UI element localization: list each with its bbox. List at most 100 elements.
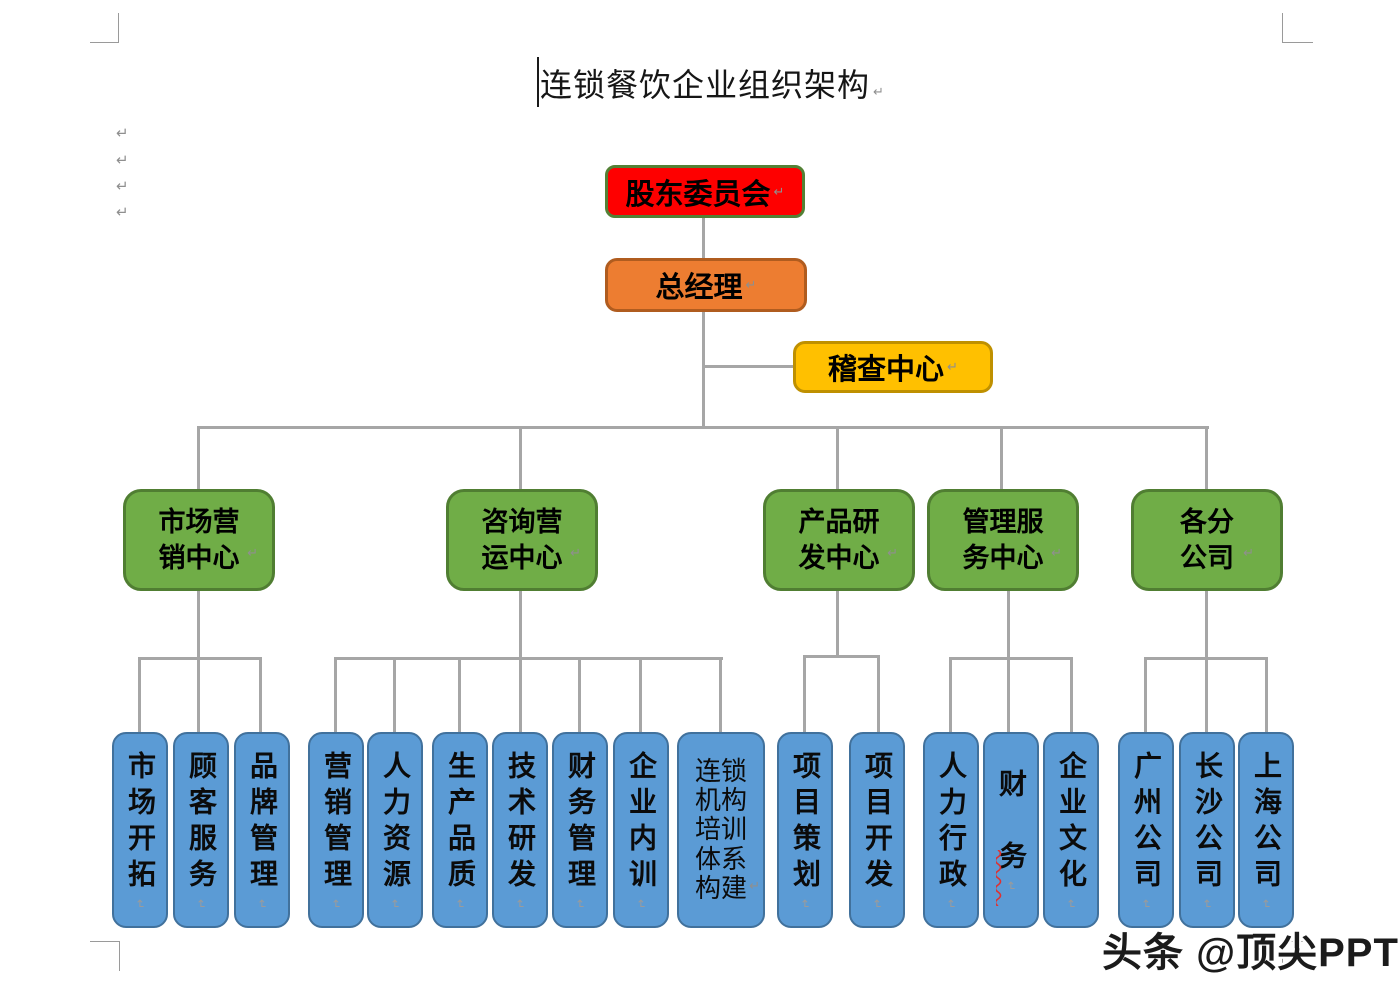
dept-box-project-planning[interactable]: 项目策划 ↵ xyxy=(777,732,833,928)
paragraph-mark: ↵ xyxy=(570,545,581,561)
org-box-operations-center[interactable]: 咨询营 运中心 ↵ xyxy=(446,489,598,591)
dept-box-market-expansion[interactable]: 市场开拓 ↵ xyxy=(112,732,168,928)
dept-box-finance[interactable]: 财 务 ↵ xyxy=(983,732,1039,928)
connector-line xyxy=(803,655,806,732)
org-box-general-manager[interactable]: 总经理↵ xyxy=(605,258,807,312)
dept-box-technical-rnd[interactable]: 技术研发 ↵ xyxy=(492,732,548,928)
text-boundary-mark xyxy=(1282,941,1283,971)
org-box-label: 稽查中心 xyxy=(828,354,945,386)
dept-box-chain-training-system[interactable]: 连锁 机构 培训 体系 构建 ↵ xyxy=(677,732,765,928)
paragraph-mark: ↵ xyxy=(1139,898,1153,909)
org-box-label: 产品研 发中心 xyxy=(798,506,880,573)
text-cursor xyxy=(537,57,539,107)
paragraph-mark: ↵ xyxy=(255,898,269,909)
text-boundary-mark xyxy=(1282,42,1313,43)
org-box-audit-center[interactable]: 稽查中心↵ xyxy=(793,341,993,393)
paragraph-mark: ↵ xyxy=(1051,545,1062,561)
connector-line xyxy=(1205,426,1208,490)
dept-box-customer-service[interactable]: 顾客服务 ↵ xyxy=(173,732,229,928)
connector-line xyxy=(334,657,723,660)
org-box-branch-companies[interactable]: 各分 公司 ↵ xyxy=(1131,489,1283,591)
paragraph-mark: ↵ xyxy=(873,84,885,99)
paragraph-mark: ↵ xyxy=(513,898,527,909)
connector-line xyxy=(1000,426,1003,490)
connector-line xyxy=(458,657,461,732)
dept-box-label: 长沙公司 xyxy=(1192,750,1223,895)
dept-box-label: 财务管理 xyxy=(565,750,596,895)
connector-line xyxy=(519,426,522,490)
dept-box-label: 企业文化 xyxy=(1056,750,1087,895)
text-boundary-mark xyxy=(90,42,119,43)
dept-box-label: 财 务 xyxy=(996,768,1027,877)
text-boundary-mark xyxy=(119,941,120,971)
paragraph-mark: ↵ xyxy=(116,204,129,221)
dept-box-label: 连锁 机构 培训 体系 构建 xyxy=(694,755,747,904)
connector-line xyxy=(519,591,522,732)
paragraph-mark: ↵ xyxy=(133,898,147,909)
dept-box-shanghai-company[interactable]: 上海公司 ↵ xyxy=(1238,732,1294,928)
dept-box-brand-management[interactable]: 品牌管理 ↵ xyxy=(234,732,290,928)
connector-line xyxy=(1144,657,1268,660)
dept-box-corporate-training[interactable]: 企业内训 ↵ xyxy=(613,732,669,928)
dept-box-label: 技术研发 xyxy=(505,750,536,895)
org-box-label: 股东委员会 xyxy=(625,178,771,211)
connector-line xyxy=(393,657,396,732)
dept-box-financial-management[interactable]: 财务管理 ↵ xyxy=(552,732,608,928)
org-box-product-rnd-center[interactable]: 产品研 发中心 ↵ xyxy=(763,489,915,591)
connector-line xyxy=(334,657,337,732)
paragraph-mark: ↵ xyxy=(388,898,402,909)
connector-line xyxy=(949,657,952,732)
paragraph-mark: ↵ xyxy=(1004,880,1018,891)
connector-line xyxy=(1007,591,1010,732)
org-box-label: 咨询营 运中心 xyxy=(481,506,563,573)
dept-box-label: 顾客服务 xyxy=(186,750,217,895)
paragraph-mark: ↵ xyxy=(749,878,760,893)
org-box-label: 管理服 务中心 xyxy=(962,506,1044,573)
paragraph-mark: ↵ xyxy=(247,545,258,561)
paragraph-mark: ↵ xyxy=(870,898,884,909)
dept-box-corporate-culture[interactable]: 企业文化 ↵ xyxy=(1043,732,1099,928)
dept-box-changsha-company[interactable]: 长沙公司 ↵ xyxy=(1179,732,1235,928)
org-box-shareholder-committee[interactable]: 股东委员会↵ xyxy=(605,165,805,218)
dept-box-label: 市场开拓 xyxy=(125,750,156,895)
connector-line xyxy=(259,657,262,732)
dept-box-marketing-management[interactable]: 营销管理 ↵ xyxy=(308,732,364,928)
paragraph-mark: ↵ xyxy=(773,183,785,199)
paragraph-mark: ↵ xyxy=(1243,545,1254,561)
connector-line xyxy=(197,591,200,659)
dept-box-production-quality[interactable]: 生产品质 ↵ xyxy=(432,732,488,928)
connector-line xyxy=(702,312,705,429)
paragraph-mark: ↵ xyxy=(453,898,467,909)
connector-line xyxy=(197,426,200,490)
text-boundary-mark xyxy=(90,941,120,942)
connector-line xyxy=(197,426,1209,429)
connector-line xyxy=(197,657,200,732)
dept-box-label: 人力行政 xyxy=(936,750,967,895)
connector-line xyxy=(1144,657,1147,732)
dept-box-human-resources[interactable]: 人力资源 ↵ xyxy=(367,732,423,928)
text-boundary-mark xyxy=(1282,13,1283,43)
paragraph-mark: ↵ xyxy=(194,898,208,909)
dept-box-label: 广州公司 xyxy=(1131,750,1162,895)
dept-box-guangzhou-company[interactable]: 广州公司 ↵ xyxy=(1118,732,1174,928)
paragraph-mark: ↵ xyxy=(944,898,958,909)
dept-box-label: 项目开发 xyxy=(862,750,893,895)
connector-line xyxy=(836,426,839,490)
org-box-label: 总经理 xyxy=(655,272,743,304)
connector-line xyxy=(719,657,722,732)
dept-box-label: 上海公司 xyxy=(1251,750,1282,895)
connector-line xyxy=(1265,657,1268,732)
page-title[interactable]: 连锁餐饮企业组织架构↵ xyxy=(540,60,885,106)
org-box-marketing-center[interactable]: 市场营 销中心 ↵ xyxy=(123,489,275,591)
paragraph-mark: ↵ xyxy=(947,359,958,374)
org-box-management-service-center[interactable]: 管理服 务中心 ↵ xyxy=(927,489,1079,591)
dept-box-label: 企业内训 xyxy=(626,750,657,895)
dept-box-label: 品牌管理 xyxy=(247,750,278,895)
paragraph-mark: ↵ xyxy=(1064,898,1078,909)
dept-box-label: 营销管理 xyxy=(321,750,352,895)
paragraph-mark: ↵ xyxy=(116,152,129,169)
dept-box-label: 生产品质 xyxy=(445,750,476,895)
dept-box-hr-administration[interactable]: 人力行政 ↵ xyxy=(923,732,979,928)
dept-box-project-development[interactable]: 项目开发 ↵ xyxy=(849,732,905,928)
